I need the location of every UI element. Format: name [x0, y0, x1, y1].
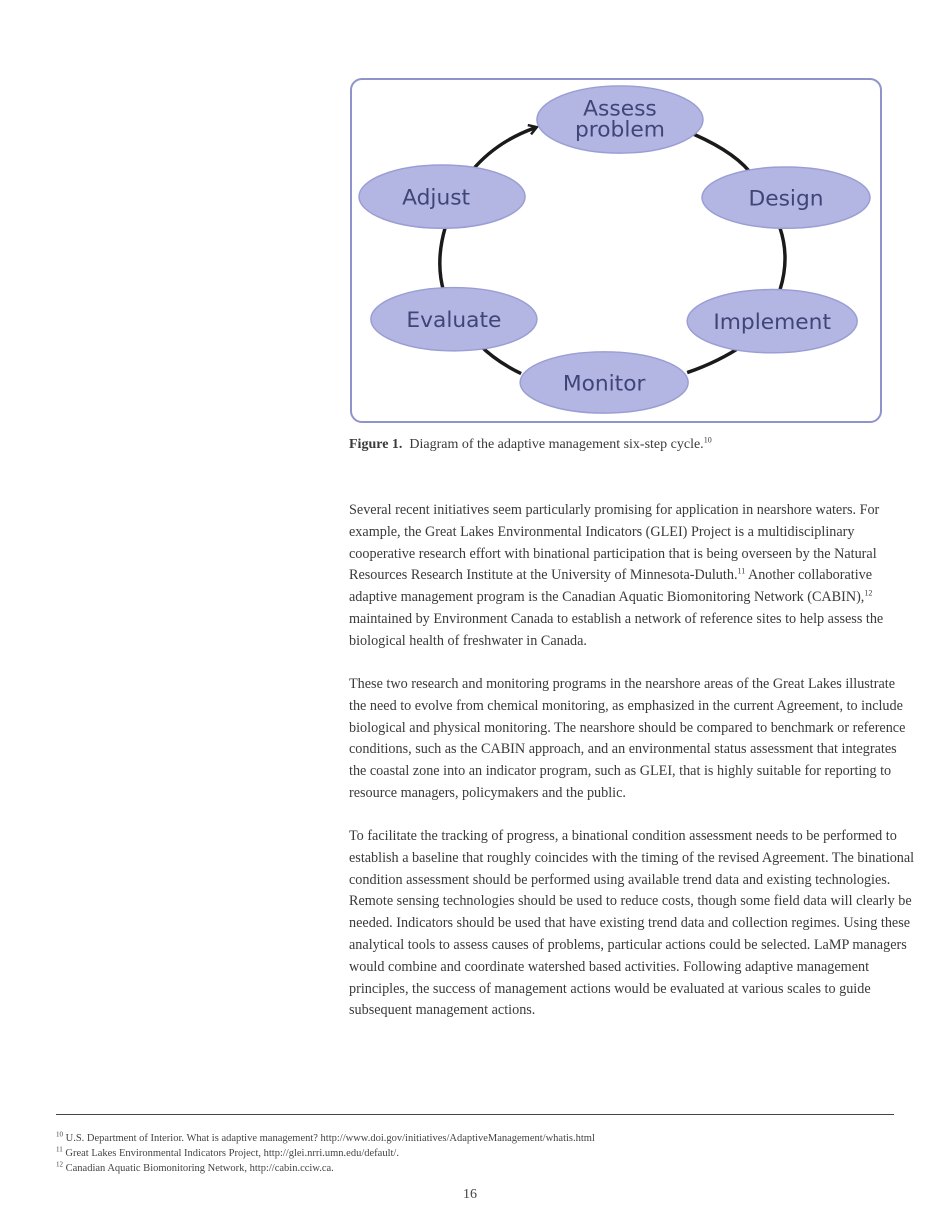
node-label-adjust: Adjust	[402, 186, 470, 211]
footnote-number: 11	[56, 1145, 63, 1154]
node-design: Design	[701, 166, 871, 230]
body-paragraph-1: Several recent initiatives seem particul…	[349, 500, 915, 653]
footnote-divider	[56, 1114, 894, 1115]
p1-footnote-ref-11: 11	[737, 566, 746, 576]
node-label-monitor: Monitor	[563, 371, 646, 396]
footnote-item: 11 Great Lakes Environmental Indicators …	[56, 1146, 595, 1161]
node-label-implement: Implement	[713, 310, 831, 335]
arrow-design-implement	[778, 227, 787, 291]
arrow-evaluate-adjust	[438, 227, 447, 294]
footnotes: 10 U.S. Department of Interior. What is …	[56, 1131, 595, 1176]
footnote-number: 12	[56, 1160, 63, 1169]
node-label-evaluate: Evaluate	[406, 308, 501, 333]
figure-caption: Figure 1. Diagram of the adaptive manage…	[349, 435, 909, 453]
arrow-adjust-assess	[470, 127, 536, 173]
node-adjust: Adjust	[358, 164, 526, 230]
node-assess-problem: Assess problem	[536, 85, 704, 154]
cycle-diagram-svg: Assess problem Design Implement Monitor …	[358, 85, 871, 414]
node-label-assess: Assess	[583, 97, 657, 122]
node-label-problem: problem	[575, 117, 665, 142]
p1-text-b: Another collaborative adaptive managemen…	[349, 567, 873, 606]
footnote-text: U.S. Department of Interior. What is ada…	[65, 1133, 595, 1144]
p1-text-a: Several recent initiatives seem particul…	[349, 502, 880, 584]
caption-footnote-ref: 10	[703, 435, 712, 445]
body-paragraph-3: To facilitate the tracking of progress, …	[349, 828, 915, 1019]
footnote-number: 10	[56, 1130, 63, 1139]
footnote-text: Canadian Aquatic Biomonitoring Network, …	[65, 1163, 334, 1174]
cycle-nodes: Assess problem Design Implement Monitor …	[358, 85, 871, 414]
node-monitor: Monitor	[519, 351, 689, 414]
caption-label: Figure 1.	[349, 437, 403, 452]
cycle-diagram: Assess problem Design Implement Monitor …	[350, 78, 882, 423]
footnote-item: 12 Canadian Aquatic Biomonitoring Networ…	[56, 1161, 595, 1176]
footnote-item: 10 U.S. Department of Interior. What is …	[56, 1131, 595, 1146]
footnote-text: Great Lakes Environmental Indicators Pro…	[65, 1148, 399, 1159]
node-label-design: Design	[748, 187, 823, 212]
node-evaluate: Evaluate	[370, 286, 538, 352]
page-number: 16	[463, 1187, 477, 1202]
caption-text: Diagram of the adaptive management six-s…	[409, 437, 704, 452]
p1-footnote-ref-12: 12	[864, 588, 873, 598]
p1-text-c: maintained by Environment Canada to esta…	[349, 610, 884, 649]
body-paragraph-2: These two research and monitoring progra…	[349, 676, 906, 801]
node-implement: Implement	[686, 288, 858, 354]
